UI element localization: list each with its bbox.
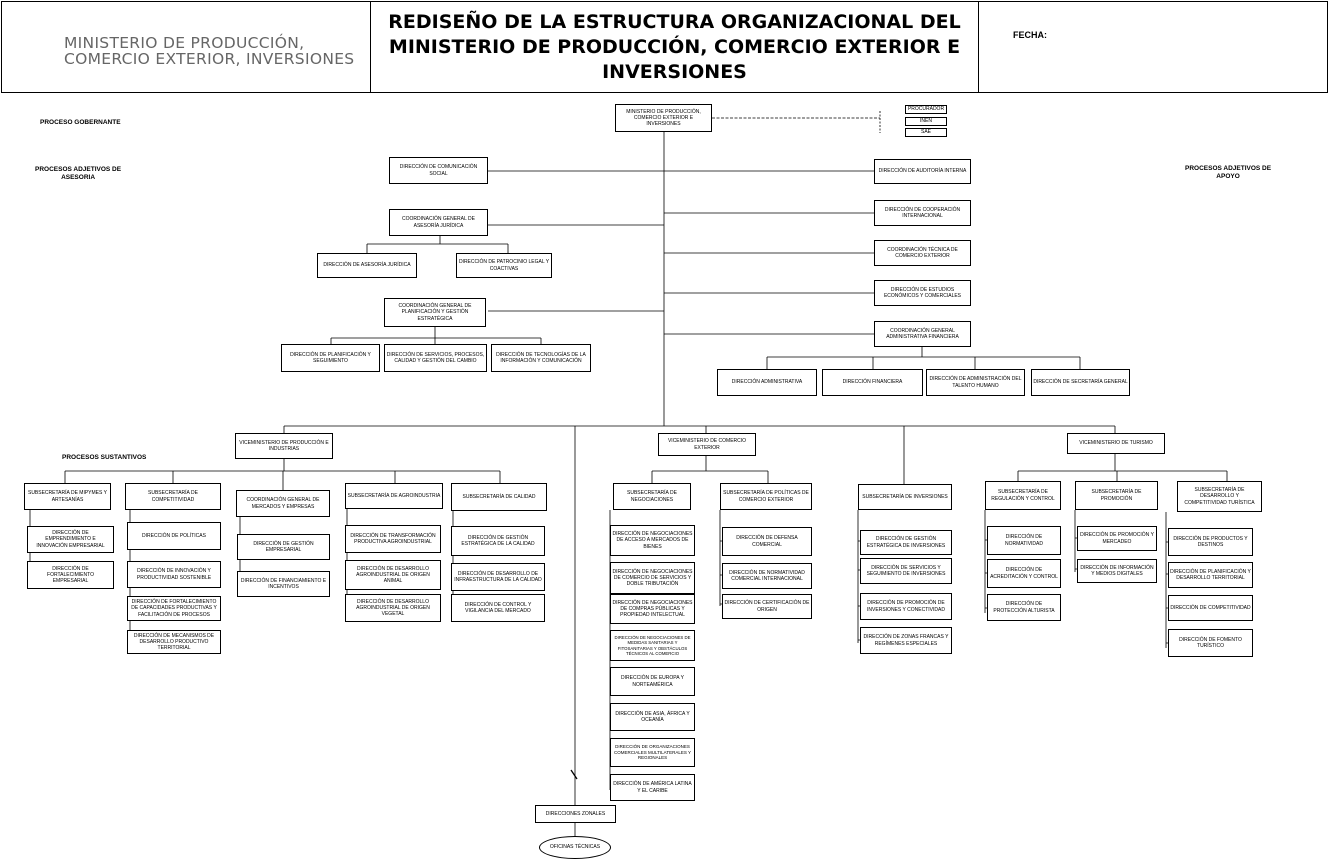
unit-d-planif-turismo: DIRECCIÓN DE PLANIFICACIÓN Y DESARROLLO … bbox=[1168, 562, 1253, 588]
page-title-line1: REDISEÑO DE LA ESTRUCTURA ORGANIZACIONAL… bbox=[388, 11, 961, 33]
header-org-line1: MINISTERIO DE PRODUCCIÓN, bbox=[64, 34, 305, 52]
unit-d-innovacion: DIRECCIÓN DE INNOVACIÓN Y PRODUCTIVIDAD … bbox=[127, 561, 221, 588]
unit-d-promocion: DIRECCIÓN DE PROMOCIÓN Y MERCADEO bbox=[1077, 526, 1157, 551]
unit-ss-mipymes: SUBSECRETARÍA DE MIPYMES Y ARTESANÍAS bbox=[24, 483, 111, 510]
unit-vm-comercio: VICEMINISTERIO DE COMERCIO EXTERIOR bbox=[658, 433, 756, 456]
unit-inen: INEN bbox=[905, 117, 947, 126]
unit-coord-tecnica: COORDINACIÓN TÉCNICA DE COMERCIO EXTERIO… bbox=[874, 240, 971, 266]
unit-vm-turismo: VICEMINISTERIO DE TURISMO bbox=[1067, 433, 1165, 454]
unit-d-certificacion: DIRECCIÓN DE CERTIFICACIÓN DE ORIGEN bbox=[722, 594, 812, 619]
unit-d-proteccion: DIRECCIÓN DE PROTECCIÓN ALTURISTA bbox=[987, 594, 1061, 621]
unit-dir-talento: DIRECCIÓN DE ADMINISTRACIÓN DEL TALENTO … bbox=[926, 369, 1025, 396]
unit-d-agro-vegetal: DIRECCIÓN DE DESARROLLO AGROINDUSTRIAL D… bbox=[345, 594, 441, 622]
unit-ss-politicas-ce: SUBSECRETARÍA DE POLÍTICAS DE COMERCIO E… bbox=[720, 483, 812, 510]
unit-dir-planificacion: DIRECCIÓN DE PLANIFICACIÓN Y SEGUIMIENTO bbox=[281, 344, 380, 372]
unit-d-serv-inv: DIRECCIÓN DE SERVICIOS Y SEGUIMIENTO DE … bbox=[860, 558, 952, 584]
unit-sae: SAE bbox=[905, 128, 947, 137]
unit-d-emprendimiento: DIRECCIÓN DE EMPRENDIMIENTO E INNOVACIÓN… bbox=[27, 526, 114, 553]
unit-d-america: DIRECCIÓN DE AMÉRICA LATINA Y EL CARIBE bbox=[610, 774, 695, 801]
unit-dir-patrocinio: DIRECCIÓN DE PATROCINIO LEGAL Y COACTIVA… bbox=[456, 253, 552, 278]
unit-estudios: DIRECCIÓN DE ESTUDIOS ECONÓMICOS Y COMER… bbox=[874, 280, 971, 306]
unit-d-agro-animal: DIRECCIÓN DE DESARROLLO AGROINDUSTRIAL D… bbox=[345, 560, 441, 590]
header-title-cell bbox=[370, 1, 979, 93]
label-procesos-apoyo: PROCESOS ADJETIVOS DE APOYO bbox=[1185, 165, 1272, 180]
unit-d-fortalecimiento: DIRECCIÓN DE FORTALECIMIENTO EMPRESARIAL bbox=[27, 561, 114, 589]
unit-ss-competitividad: SUBSECRETARÍA DE COMPETITIVIDAD bbox=[125, 483, 221, 510]
unit-procurador: PROCURADOR bbox=[905, 105, 947, 114]
unit-auditoria: DIRECCIÓN DE AUDITORÍA INTERNA bbox=[874, 159, 971, 184]
unit-d-acreditacion: DIRECCIÓN DE ACREDITACIÓN Y CONTROL bbox=[987, 559, 1061, 588]
unit-oficinas-tecnicas: OFICINAS TÉCNICAS bbox=[539, 836, 611, 859]
unit-d-neg-compras: DIRECCIÓN DE NEGOCIACIONES DE COMPRAS PÚ… bbox=[610, 594, 695, 624]
unit-dir-secretaria: DIRECCIÓN DE SECRETARÍA GENERAL bbox=[1031, 369, 1130, 396]
unit-d-transformacion: DIRECCIÓN DE TRANSFORMACIÓN PRODUCTIVA A… bbox=[345, 525, 441, 553]
label-proceso-gobernante: PROCESO GOBERNANTE bbox=[40, 119, 121, 126]
unit-d-fomento: DIRECCIÓN DE FOMENTO TURÍSTICO bbox=[1168, 629, 1253, 657]
unit-ss-desarrollo: SUBSECRETARÍA DE DESARROLLO Y COMPETITIV… bbox=[1177, 481, 1262, 512]
page-title-line3: INVERSIONES bbox=[602, 61, 747, 83]
unit-d-defensa: DIRECCIÓN DE DEFENSA COMERCIAL bbox=[722, 527, 812, 556]
unit-vm-produccion: VICEMINISTERIO DE PRODUCCIÓN E INDUSTRIA… bbox=[235, 433, 333, 459]
header-org-cell bbox=[1, 1, 371, 93]
unit-ss-promocion: SUBSECRETARÍA DE PROMOCIÓN bbox=[1075, 481, 1158, 510]
unit-dir-administrativa: DIRECCIÓN ADMINISTRATIVA bbox=[717, 369, 817, 396]
unit-d-gestion-emp: DIRECCIÓN DE GESTIÓN EMPRESARIAL bbox=[237, 534, 330, 560]
unit-ss-inversiones: SUBSECRETARÍA DE INVERSIONES bbox=[858, 484, 952, 510]
unit-d-mecanismos: DIRECCIÓN DE MECANISMOS DE DESARROLLO PR… bbox=[127, 630, 221, 654]
unit-d-zonas: DIRECCIÓN DE ZONAS FRANCAS Y REGÍMENES E… bbox=[860, 627, 952, 654]
header-org-line2: COMERCIO EXTERIOR, INVERSIONES bbox=[64, 50, 355, 68]
unit-ministerio: MINISTERIO DE PRODUCCIÓN, COMERCIO EXTER… bbox=[615, 104, 712, 132]
unit-cooperacion: DIRECCIÓN DE COOPERACIÓN INTERNACIONAL bbox=[874, 200, 971, 226]
unit-d-normatividad: DIRECCIÓN DE NORMATIVIDAD bbox=[987, 526, 1061, 555]
unit-d-neg-servicios: DIRECCIÓN DE NEGOCIACIONES DE COMERCIO D… bbox=[610, 562, 695, 594]
page-title-line2: MINISTERIO DE PRODUCCIÓN, COMERCIO EXTER… bbox=[388, 36, 961, 58]
unit-d-financiamiento: DIRECCIÓN DE FINANCIAMIENTO E INCENTIVOS bbox=[237, 571, 330, 597]
label-procesos-sustantivos: PROCESOS SUSTANTIVOS bbox=[62, 454, 147, 461]
unit-d-organizaciones: DIRECCIÓN DE ORGANIZACIONES COMERCIALES … bbox=[610, 738, 695, 767]
unit-d-europa: DIRECCIÓN DE EUROPA Y NORTEAMÉRICA bbox=[610, 667, 695, 696]
unit-d-infraestructura: DIRECCIÓN DE DESARROLLO DE INFRAESTRUCTU… bbox=[451, 563, 545, 591]
unit-d-neg-medidas: DIRECCIÓN DE NEGOCIACIONES DE MEDIDAS SA… bbox=[610, 630, 695, 661]
unit-d-capacidades: DIRECCIÓN DE FORTALECIMIENTO DE CAPACIDA… bbox=[127, 596, 221, 621]
unit-cg-administrativa: COORDINACIÓN GENERAL ADMINISTRATIVA FINA… bbox=[874, 321, 971, 347]
unit-d-control: DIRECCIÓN DE CONTROL Y VIGILANCIA DEL ME… bbox=[451, 594, 545, 622]
unit-dir-servicios: DIRECCIÓN DE SERVICIOS, PROCESOS, CALIDA… bbox=[384, 344, 487, 372]
unit-dir-asesoria: DIRECCIÓN DE ASESORÍA JURÍDICA bbox=[317, 253, 417, 278]
unit-d-prom-inv: DIRECCIÓN DE PROMOCIÓN DE INVERSIONES Y … bbox=[860, 593, 952, 620]
unit-ss-calidad: SUBSECRETARÍA DE CALIDAD bbox=[451, 483, 547, 511]
unit-ss-negociaciones: SUBSECRETARÍA DE NEGOCIACIONES bbox=[613, 483, 691, 510]
label-procesos-asesoria: PROCESOS ADJETIVOS DE ASESORIA bbox=[35, 166, 122, 181]
unit-cg-planificacion: COORDINACIÓN GENERAL DE PLANIFICACIÓN Y … bbox=[384, 298, 486, 327]
unit-comunicacion: DIRECCIÓN DE COMUNICACIÓN SOCIAL bbox=[389, 157, 488, 184]
header-date-cell bbox=[978, 1, 1328, 93]
unit-d-asia: DIRECCIÓN DE ASIA, ÁFRICA Y OCEANÍA bbox=[610, 703, 695, 731]
unit-dir-financiera: DIRECCIÓN FINANCIERA bbox=[822, 369, 923, 396]
unit-d-gest-inv: DIRECCIÓN DE GESTIÓN ESTRATÉGICA DE INVE… bbox=[860, 530, 952, 555]
unit-d-normatividad-ci: DIRECCIÓN DE NORMATIVIDAD COMERCIAL INTE… bbox=[722, 563, 812, 589]
unit-cg-mercados: COORDINACIÓN GENERAL DE MERCADOS Y EMPRE… bbox=[236, 490, 330, 517]
date-label: FECHA: bbox=[1013, 30, 1047, 40]
unit-d-competitividad: DIRECCIÓN DE COMPETITIVIDAD bbox=[1168, 595, 1253, 621]
unit-d-politicas: DIRECCIÓN DE POLÍTICAS bbox=[127, 522, 221, 550]
unit-cg-juridica: COORDINACIÓN GENERAL DE ASESORÍA JURÍDIC… bbox=[389, 209, 488, 236]
unit-d-gestion-calidad: DIRECCIÓN DE GESTIÓN ESTRATÉGICA DE LA C… bbox=[451, 526, 545, 556]
unit-d-informacion: DIRECCIÓN DE INFORMACIÓN Y MEDIOS DIGITA… bbox=[1077, 559, 1157, 583]
unit-direcciones-zonales: DIRECCIONES ZONALES bbox=[535, 805, 616, 823]
unit-ss-agroindustria: SUBSECRETARÍA DE AGROINDUSTRIA bbox=[345, 483, 443, 509]
unit-dir-tecnologias: DIRECCIÓN DE TECNOLOGÍAS DE LA INFORMACI… bbox=[491, 344, 591, 372]
unit-ss-regulacion: SUBSECRETARÍA DE REGULACIÓN Y CONTROL bbox=[985, 481, 1061, 510]
unit-d-productos: DIRECCIÓN DE PRODUCTOS Y DESTINOS bbox=[1168, 528, 1253, 556]
unit-d-neg-acceso: DIRECCIÓN DE NEGOCIACIONES DE ACCESO A M… bbox=[610, 525, 695, 556]
